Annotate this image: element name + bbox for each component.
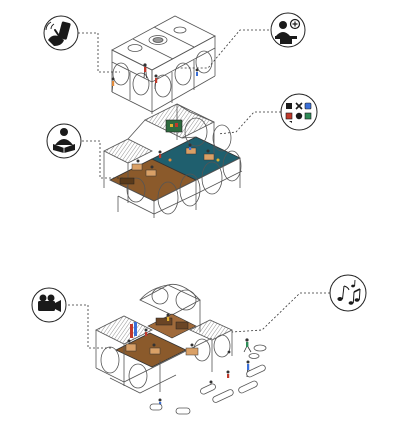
reader-icon [46,123,82,159]
module-top-roof-domes [127,26,187,52]
leader-reader [82,140,124,179]
module-top [78,15,273,114]
leader-activities-grid [217,111,281,135]
module-middle-frame [103,103,243,218]
leader-person-at-desk [178,29,273,69]
module-bottom [68,283,330,415]
leader-music-notes [231,292,330,333]
module-bottom-interior [125,313,199,356]
person-at-desk-icon [270,12,306,48]
activities-grid-icon [280,93,318,131]
module-middle-interior [119,119,220,185]
music-notes-icon [329,274,367,312]
module-top-frame [111,15,216,114]
phone-tap-icon [43,15,79,51]
module-top-people [111,63,199,93]
module-middle-glazing [126,117,242,215]
leader-phone-tap [78,32,120,73]
module-bottom-benches [149,344,267,415]
video-camera-icon [31,287,67,323]
leader-video-camera [68,304,112,349]
module-middle [82,103,281,218]
module-bottom-roof [95,284,233,345]
